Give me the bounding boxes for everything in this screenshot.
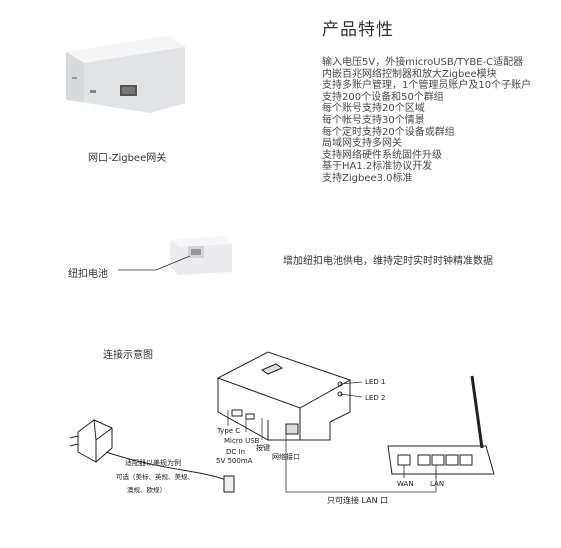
feature-item: 局域网支持多网关 (322, 138, 402, 150)
feature-item: 每个账号支持20个区域 (322, 103, 425, 115)
reset-label: 按键 (256, 444, 270, 452)
adapter-note: 可选（美标、英规、美规、 (116, 473, 194, 481)
adapter-note: 澳规、欧规） (127, 486, 166, 494)
dc-in-label: DC In (226, 448, 246, 456)
connection-lines (227, 381, 437, 493)
lan-port-label: 网络接口 (272, 453, 300, 461)
feature-item: 支持Zigbee3.0标准 (322, 172, 413, 184)
router-outline (387, 375, 495, 475)
feature-item: 输入电压5V，外接microUSB/TYBE-C适配器 (322, 57, 524, 68)
gateway-outline (216, 351, 352, 441)
feature-item: 每个定时支持20个设备或群组 (322, 126, 455, 138)
power-spec-label: 5V 500mA (216, 457, 253, 465)
micro-usb-label: Micro USB (224, 437, 260, 445)
gateway-product-image (66, 36, 185, 113)
feature-item: 基于HA1.2标准协议开发 (322, 161, 433, 173)
product-caption: 网口-Zigbee网关 (88, 153, 167, 164)
adapter-note: 适配器以美规为例 (125, 459, 181, 467)
battery-product-image (170, 236, 232, 275)
feature-item: 每个帐号支持30个情景 (322, 114, 425, 126)
lan-label: LAN (430, 480, 445, 488)
diagram-title: 连接示意图 (103, 350, 153, 361)
feature-item: 支持网络硬件系统固件升级 (322, 149, 442, 161)
feature-item: 内嵌百兆网络控制器和放大Zigbee模块 (322, 68, 497, 80)
power-adapter-outline (69, 419, 235, 493)
feature-item: 支持多账户管理，1个管理员账户及10个子账户 (322, 80, 532, 92)
type-c-label: Type C (217, 427, 241, 435)
battery-description: 增加纽扣电池供电，维持定时实时时钟精准数据 (283, 256, 493, 267)
battery-label: 纽扣电池 (68, 269, 108, 280)
feature-list: 输入电压5V，外接microUSB/TYBE-C适配器 内嵌百兆网络控制器和放大… (322, 57, 531, 185)
feature-item: 支持200个设备和50个群组 (322, 91, 444, 103)
led2-label: LED 2 (365, 394, 386, 402)
wan-label: WAN (397, 480, 414, 488)
lan-only-note: 只可连接 LAN 口 (327, 496, 389, 505)
section-title: 产品特性 (322, 20, 394, 40)
led1-label: LED 1 (365, 378, 386, 386)
